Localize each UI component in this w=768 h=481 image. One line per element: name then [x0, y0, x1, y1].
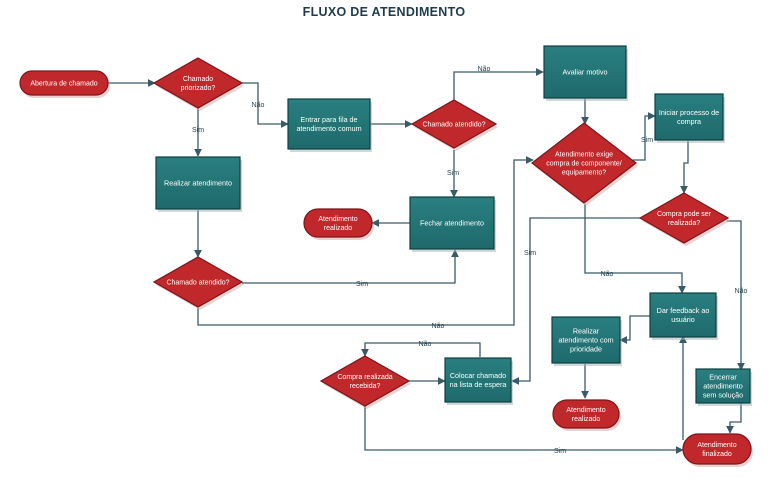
edge-exige-feedback: [584, 204, 686, 294]
label-nao-recebida: Não: [419, 341, 432, 348]
process-avaliar_motivo: Avaliar motivo: [543, 45, 628, 101]
label-nao-exige: Não: [432, 323, 445, 330]
label-sim-fechar2: Sim: [356, 281, 368, 288]
label-nao-encerrar: Não: [735, 288, 748, 295]
edge-priorizado-fila: [242, 82, 289, 128]
edge-comprapode-encerrar: [727, 220, 745, 371]
decision-label-chamado_atendido_2: Chamado atendido?: [166, 279, 229, 286]
label-nao-avaliar: Não: [478, 66, 491, 73]
decision-chamado_atendido_1: Chamado atendido?: [410, 99, 498, 151]
edge-feedback-prioridade: [619, 315, 650, 344]
edge-iniciar-comprapode: [680, 141, 689, 194]
edge-atendido2-exige: [197, 156, 534, 326]
label-sim-fechar: Sim: [447, 170, 459, 177]
process-label-fechar_atendimento: Fechar atendimento: [420, 219, 484, 228]
edge-recebida-finalizado: [364, 406, 684, 454]
label-sim-iniciar: Sim: [641, 137, 653, 144]
terminal-abertura: Abertura de chamado: [19, 70, 110, 98]
label-sim-finalizado: Sim: [554, 448, 566, 455]
edge-exige-iniciar: [633, 112, 656, 161]
label-nao-fila: Não: [252, 102, 265, 109]
edge-atendido1-avaliar: [453, 68, 544, 100]
label-sim-realizar: Sim: [192, 127, 204, 134]
edges-layer: [108, 68, 745, 454]
label-sim-colocar: Sim: [524, 250, 536, 257]
process-fechar_atendimento: Fechar atendimento: [409, 196, 496, 252]
label-nao-feedback: Não: [601, 271, 614, 278]
process-label-avaliar_motivo: Avaliar motivo: [562, 68, 607, 77]
edge-atendido2-fechar: [242, 249, 459, 284]
process-realizar_atendimento: Realizar atendimento: [155, 156, 242, 212]
terminal-label-abertura: Abertura de chamado: [30, 80, 97, 87]
decision-chamado_atendido_2: Chamado atendido?: [152, 256, 244, 310]
edge-colocar-recebida-nao: [361, 342, 481, 357]
edge-encerrar-finalizado: [726, 402, 742, 434]
decision-label-chamado_atendido_1: Chamado atendido?: [422, 121, 485, 128]
diagram-title: FLUXO DE ATENDIMENTO: [302, 5, 466, 19]
process-label-realizar_atendimento: Realizar atendimento: [164, 179, 232, 188]
